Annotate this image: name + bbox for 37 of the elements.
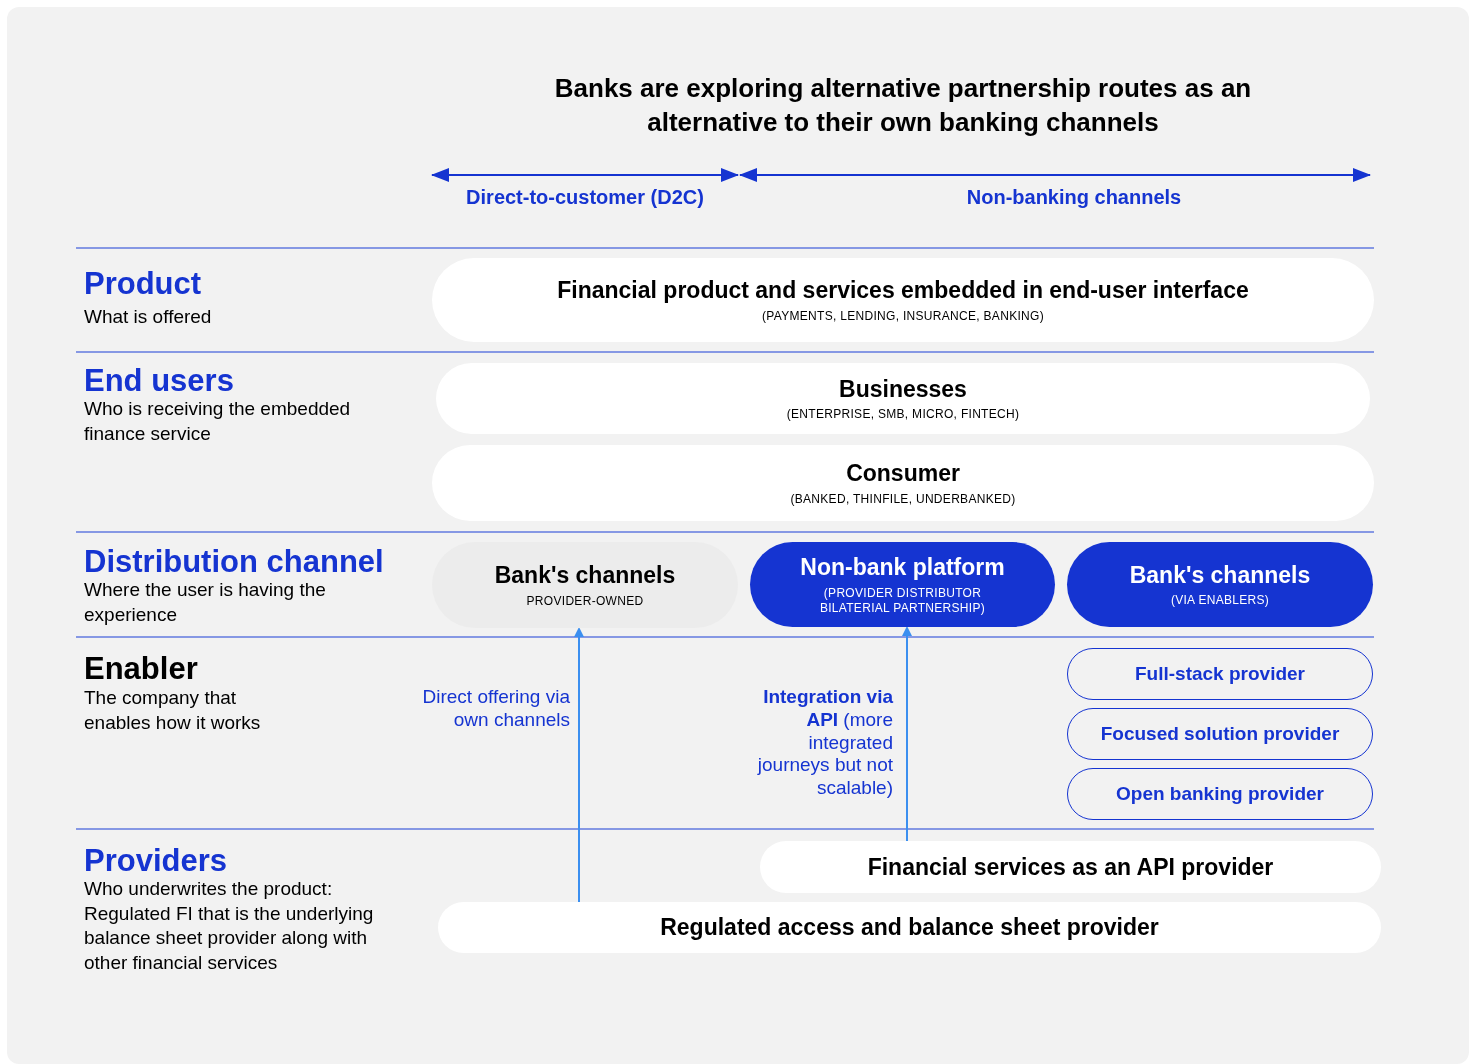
- row-heading: Distribution channel: [84, 543, 385, 581]
- pill-title: Open banking provider: [1116, 782, 1324, 806]
- arrow: [902, 626, 912, 842]
- pill-title: Consumer: [846, 459, 960, 488]
- pill-title: Bank's channels: [494, 561, 676, 590]
- pill-subtitle: (ENTERPRISE, SMB, MICRO, FINTECH): [786, 407, 1020, 423]
- pill-title: Financial services as an API provider: [867, 852, 1274, 882]
- rounded-pill: [438, 902, 1381, 953]
- pill-title: Focused solution provider: [1100, 722, 1340, 746]
- row-description: Where the user is having the experience: [84, 578, 327, 627]
- pill-subtitle: (PAYMENTS, LENDING, INSURANCE, BANKING): [762, 308, 1044, 324]
- pill-subtitle: PROVIDER-OWNED: [526, 593, 644, 609]
- pill-title: Businesses: [839, 374, 967, 404]
- pill-title: Non-bank platform: [800, 553, 1005, 582]
- pill-title: Bank's channels: [1129, 560, 1311, 590]
- rounded-pill: [1067, 768, 1373, 820]
- title: Banks are exploring alternative partnership routes as an alternative to their own banking channels: [553, 72, 1253, 139]
- row-heading: Product: [84, 265, 203, 303]
- rounded-pill: [1067, 708, 1373, 760]
- pill-subtitle: (PROVIDER DISTRIBUTOR BILATERIAL PARTNERSHIP): [818, 585, 987, 616]
- row-description: Who underwrites the product: Regulated FI that is the underlying balance sheet provider along with other financial services: [84, 877, 375, 976]
- range-label: Direct-to-customer (D2C): [465, 185, 705, 210]
- row-heading: Providers: [84, 842, 228, 880]
- row-heading: End users: [84, 362, 235, 400]
- pill-subtitle: (BANKED, THINFILE, UNDERBANKED): [790, 491, 1016, 507]
- row-description: The company that enables how it works: [84, 686, 262, 735]
- rounded-pill: [1067, 648, 1373, 700]
- pill-title: Financial product and services embedded in end-user interface: [557, 276, 1249, 305]
- row-heading: Enabler: [84, 650, 199, 688]
- pill-title: Regulated access and balance sheet provider: [660, 913, 1159, 942]
- row-description: Who is receiving the embedded finance service: [84, 397, 352, 446]
- row-description: What is offered: [84, 305, 213, 329]
- pill-title: Full-stack provider: [1135, 662, 1305, 686]
- pill-subtitle: (VIA ENABLERS): [1170, 593, 1270, 609]
- arrow: [574, 627, 584, 903]
- range-label: Non-banking channels: [965, 185, 1183, 210]
- rounded-pill: [760, 841, 1381, 893]
